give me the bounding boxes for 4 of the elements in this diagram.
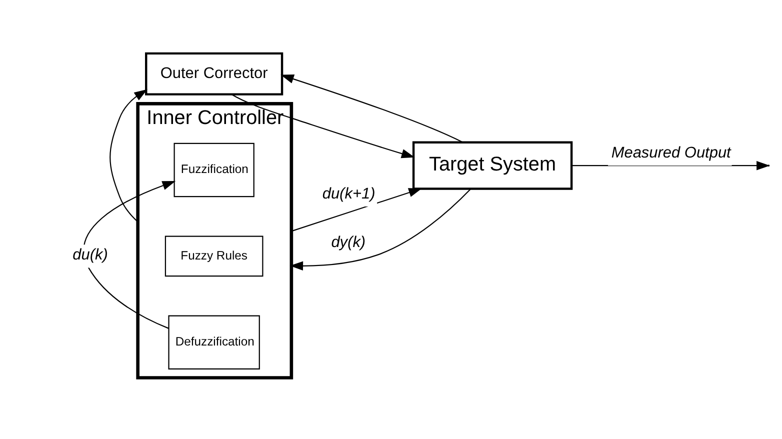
- edge-label: du(k+1): [322, 184, 376, 202]
- edge-label: du(k): [72, 246, 108, 264]
- edge-label: Measured Output: [611, 144, 731, 162]
- edge-label: dy(k): [331, 234, 366, 251]
